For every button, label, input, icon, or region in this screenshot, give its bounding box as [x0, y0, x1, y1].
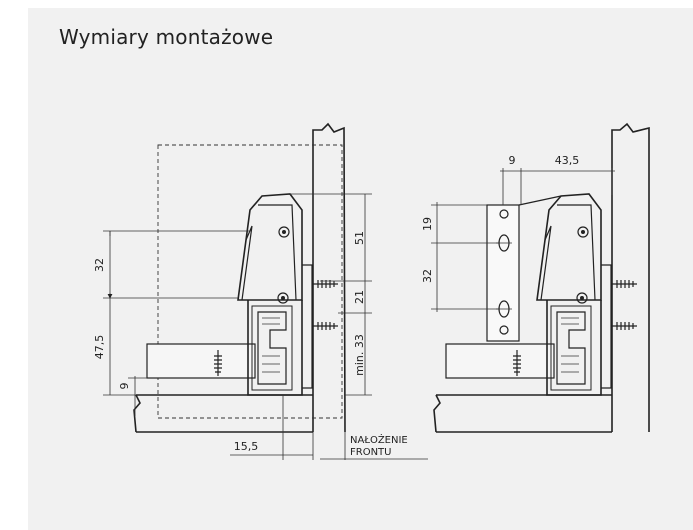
screw-icon	[612, 322, 637, 330]
dimension-label: 32	[421, 269, 434, 283]
dimension-label: 9	[118, 383, 131, 390]
rail-upper-part	[536, 193, 602, 301]
screw-icon	[313, 280, 338, 288]
dimension-label: 43,5	[555, 154, 580, 167]
diagram-panel	[28, 8, 693, 530]
screw-icon	[214, 350, 222, 376]
front-overlay-label: FRONTU	[350, 447, 391, 458]
dimension-label: 19	[421, 217, 434, 231]
drawer-bottom-board	[445, 343, 555, 379]
dimension-label: 15,5	[234, 440, 259, 453]
screw-icon	[513, 350, 521, 376]
page-title: Wymiary montażowe	[59, 25, 274, 49]
screw-icon	[313, 322, 338, 330]
drawer-bottom-board	[146, 343, 256, 379]
dimension-label: 47,5	[93, 335, 106, 360]
dimension-label: min. 33	[353, 334, 366, 376]
screw-icon	[612, 280, 637, 288]
right-view: 9 43,5 19 32	[421, 122, 650, 433]
dimension-label: 51	[353, 231, 366, 245]
drawer-side-profile	[247, 300, 303, 396]
drawer-front-outline	[157, 144, 343, 419]
cabinet-side-wall	[312, 122, 346, 433]
dimension-label: 9	[509, 154, 516, 167]
dimension-label: 32	[93, 258, 106, 272]
cabinet-bottom-panel	[433, 394, 612, 433]
front-overlay-label: NAŁOŻENIE	[350, 433, 408, 446]
cabinet-side-wall	[611, 122, 650, 432]
cabinet-bottom-panel	[133, 394, 313, 433]
dimension-label: 21	[353, 290, 366, 304]
mounting-plate	[486, 204, 520, 342]
drawer-side-profile	[546, 300, 602, 396]
left-view: 32 47,5 9 51 21 min. 33 15,5 NAŁOŻENIE F…	[93, 122, 428, 460]
